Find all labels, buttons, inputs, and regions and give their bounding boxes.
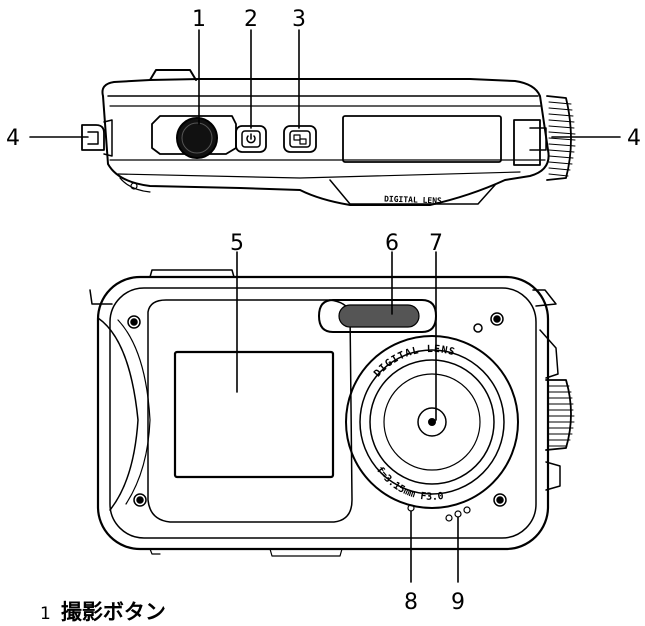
callout-1: 1 <box>192 7 206 32</box>
grip-ridges-front <box>547 385 575 447</box>
power-icon <box>246 135 256 144</box>
legend-text: 撮影ボタン <box>60 600 166 624</box>
callout-9: 9 <box>451 590 465 615</box>
lens <box>345 335 519 509</box>
camera-top-view: DIGITAL LENS <box>81 69 576 206</box>
callout-8: 8 <box>404 590 418 615</box>
callout-4-right: 4 <box>627 126 641 151</box>
front-screen <box>173 350 335 479</box>
screen-switch-button <box>283 125 317 153</box>
callout-7: 7 <box>429 231 443 256</box>
screen-switch-icon <box>293 134 301 141</box>
leader-lines <box>29 29 621 583</box>
legend-caption: 1 撮影ボタン <box>40 596 166 626</box>
strap-lug-left <box>81 124 105 151</box>
strap-lug-right <box>513 119 541 166</box>
top-lens-text: DIGITAL LENS <box>384 194 442 205</box>
callout-3: 3 <box>292 7 306 32</box>
callout-4-left: 4 <box>6 126 20 151</box>
callout-5: 5 <box>230 231 244 256</box>
shutter-button-top <box>176 117 218 159</box>
grip-ridges-top <box>548 101 576 177</box>
callout-2: 2 <box>244 7 258 32</box>
screws <box>127 312 507 507</box>
callout-6: 6 <box>385 231 399 256</box>
legend-number: 1 <box>40 604 51 624</box>
camera-front-view <box>89 269 575 557</box>
flash-window <box>338 304 420 328</box>
